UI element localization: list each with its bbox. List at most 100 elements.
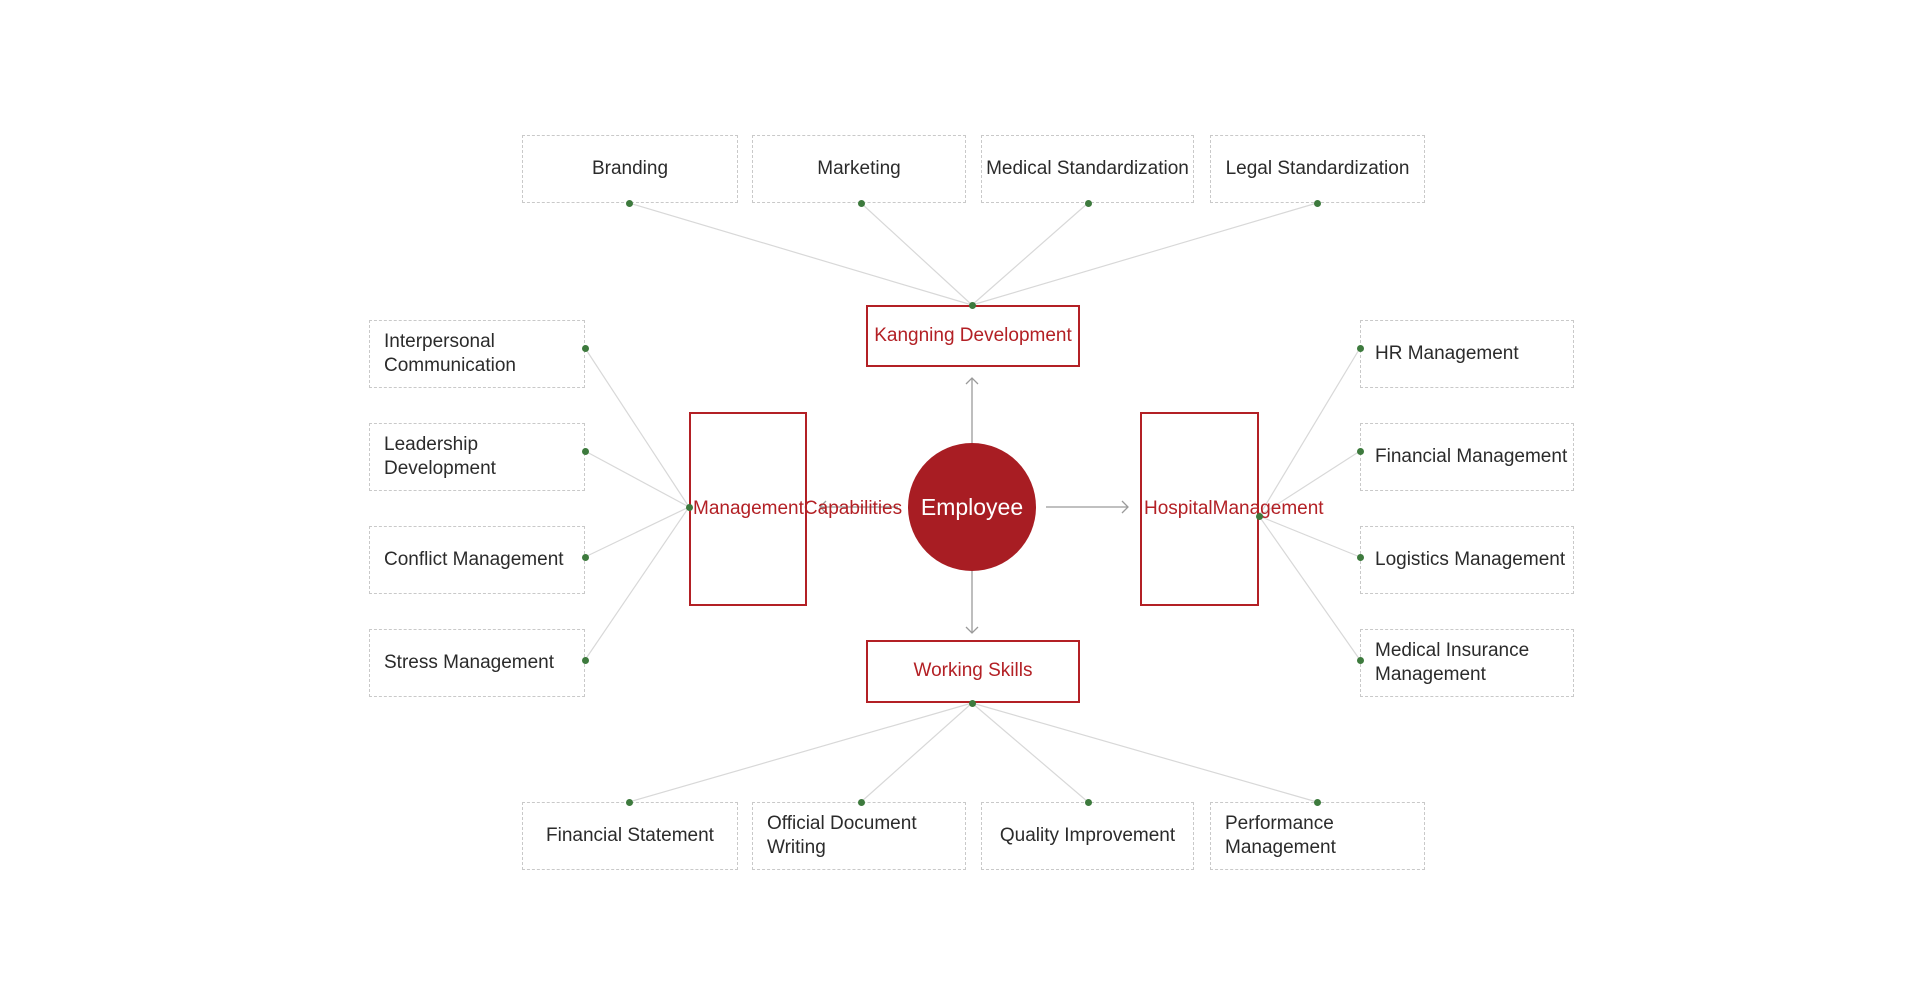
connector-financial-statement [628, 702, 973, 803]
node-label-line: Leadership [384, 433, 479, 455]
connector-dot-quality-improvement [1084, 798, 1092, 806]
leaf-label: HR Management [1375, 342, 1519, 366]
connector-branding [628, 202, 973, 306]
leaf-label: Conflict Management [384, 548, 564, 572]
connector-dot-kangning-development [968, 301, 976, 309]
branch-label: Kangning Development [874, 324, 1072, 349]
connector-dot-stress-management [581, 656, 589, 664]
connector-leadership-development [584, 450, 690, 508]
node-label-line: Working Skills [913, 660, 1033, 682]
connector-dot-medical-insurance-management [1356, 656, 1364, 664]
leaf-node-marketing[interactable]: Marketing [752, 135, 966, 203]
leaf-node-branding[interactable]: Branding [522, 135, 738, 203]
connector-dot-medical-standardization [1084, 199, 1092, 207]
node-label-line: Medical Insurance [1375, 639, 1530, 661]
node-label-line: Management [1212, 497, 1324, 519]
arrow-head-hub-to-hospital-management [1121, 500, 1129, 514]
leaf-label: Medical Standardization [986, 157, 1189, 181]
node-label-line: Branding [591, 157, 669, 179]
leaf-label: Legal Standardization [1226, 157, 1410, 181]
leaf-label: Quality Improvement [1000, 824, 1175, 848]
connector-logistics-management [1258, 515, 1361, 558]
node-label-line: Quality Improvement [999, 824, 1176, 846]
node-label-line: Kangning Development [874, 324, 1072, 346]
connector-dot-financial-management [1356, 447, 1364, 455]
leaf-label: Marketing [817, 157, 900, 181]
node-label-line: HR Management [1375, 342, 1519, 364]
connector-conflict-management [584, 506, 690, 558]
connector-stress-management [584, 506, 690, 661]
connector-hr-management [1258, 347, 1361, 517]
node-label-line: Management [1375, 664, 1486, 685]
leaf-label: Branding [592, 157, 668, 181]
branch-node-working-skills[interactable]: Working Skills [866, 640, 1080, 703]
leaf-node-financial-management[interactable]: Financial Management [1360, 423, 1574, 491]
branch-label: ManagementCapabilities [693, 497, 902, 522]
arrow-head-hub-to-working-skills [965, 626, 979, 634]
branch-label: HospitalManagement [1144, 497, 1324, 522]
node-label-line: Conflict Management [384, 548, 564, 570]
leaf-label: Stress Management [384, 651, 554, 675]
node-label-line: Hospital [1144, 497, 1213, 519]
leaf-label: Financial Management [1375, 445, 1567, 469]
leaf-node-logistics-management[interactable]: Logistics Management [1360, 526, 1574, 594]
leaf-node-legal-standardization[interactable]: Legal Standardization [1210, 135, 1425, 203]
connector-dot-logistics-management [1356, 553, 1364, 561]
connector-dot-hospital-management [1255, 512, 1263, 520]
branch-node-management-capabilities[interactable]: ManagementCapabilities [689, 412, 902, 606]
connector-dot-marketing [857, 199, 865, 207]
node-label-line: Communication [384, 355, 516, 376]
leaf-label: Logistics Management [1375, 548, 1565, 572]
node-label-line: Management [693, 497, 804, 519]
leaf-node-stress-management[interactable]: Stress Management [369, 629, 585, 697]
connector-medical-standardization [971, 202, 1089, 306]
connector-dot-leadership-development [581, 447, 589, 455]
leaf-node-conflict-management[interactable]: Conflict Management [369, 526, 585, 594]
branch-node-kangning-development[interactable]: Kangning Development [866, 305, 1080, 367]
node-label-line: Legal Standardization [1225, 157, 1410, 179]
connector-dot-conflict-management [581, 553, 589, 561]
connector-dot-interpersonal-communication [581, 344, 589, 352]
node-label-line: Interpersonal [384, 330, 495, 352]
leaf-node-financial-statement[interactable]: Financial Statement [522, 802, 738, 870]
leaf-node-hr-management[interactable]: HR Management [1360, 320, 1574, 388]
branch-label: Working Skills [914, 659, 1033, 684]
node-label-line: Logistics Management [1375, 548, 1566, 570]
node-label-line: Stress Management [384, 651, 555, 673]
node-label-line: Performance [1225, 812, 1334, 834]
connector-marketing [860, 202, 973, 306]
node-label-line: Writing [767, 837, 826, 858]
connector-dot-financial-statement [625, 798, 633, 806]
connector-official-document-writing [860, 702, 973, 803]
leaf-node-quality-improvement[interactable]: Quality Improvement [981, 802, 1194, 870]
connector-dot-branding [625, 199, 633, 207]
arrow-head-hub-to-kangning-development [965, 377, 979, 385]
node-label-line: Development [384, 458, 496, 479]
connector-dot-working-skills [968, 699, 976, 707]
hub-label: Employee [920, 493, 1024, 520]
hub-node-employee[interactable]: Employee [908, 443, 1036, 571]
leaf-node-medical-standardization[interactable]: Medical Standardization [981, 135, 1194, 203]
connector-quality-improvement [971, 702, 1089, 803]
connector-dot-hr-management [1356, 344, 1364, 352]
connector-performance-management [971, 702, 1318, 803]
branch-node-hospital-management[interactable]: HospitalManagement [1140, 412, 1324, 606]
node-label-line: Financial Statement [546, 824, 714, 846]
connector-legal-standardization [971, 202, 1318, 306]
connector-dot-management-capabilities [685, 503, 693, 511]
node-label-line: Financial Management [1375, 445, 1568, 467]
connector-dot-official-document-writing [857, 798, 865, 806]
node-label-line: Medical Standardization [986, 157, 1189, 179]
node-label-line: Management [1225, 837, 1336, 858]
node-label-line: Capabilities [803, 497, 903, 519]
